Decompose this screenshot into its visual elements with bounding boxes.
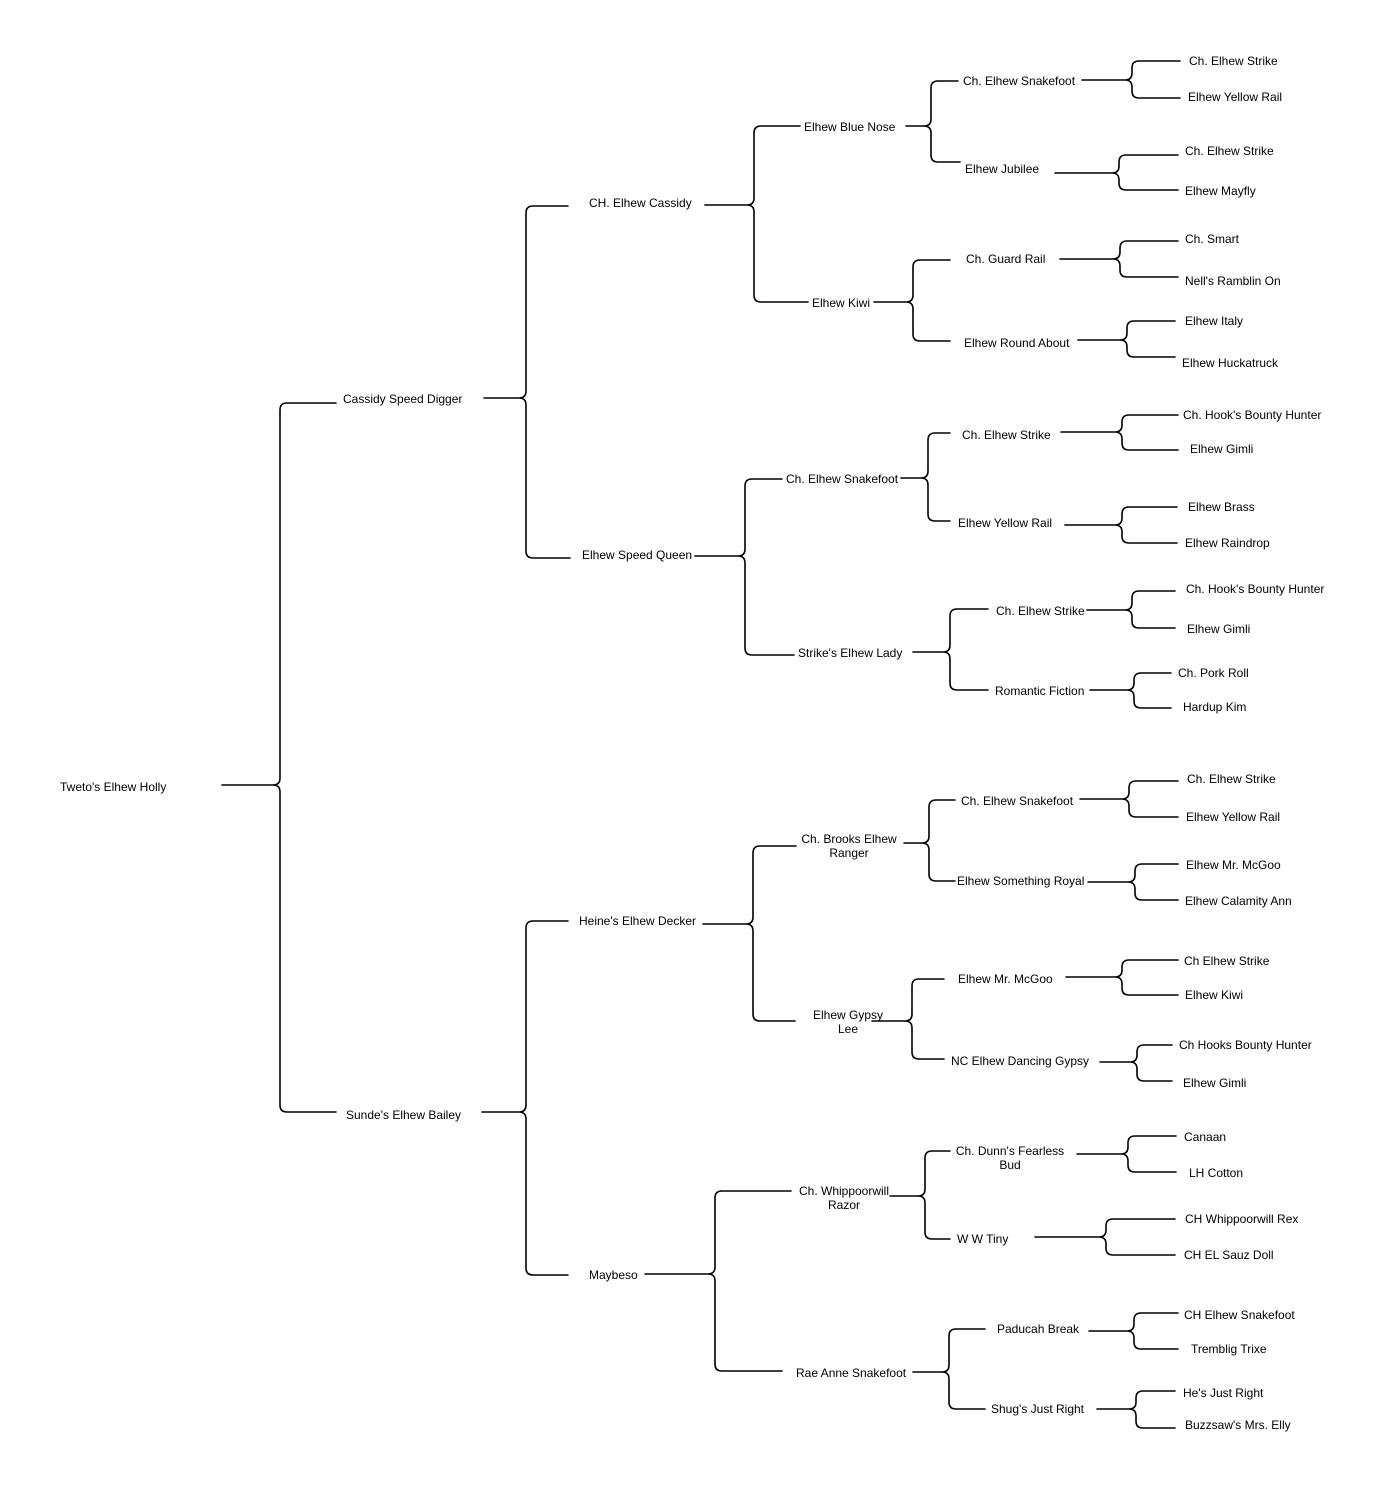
ancestor-gen6-name: Ch. Elhew Strike (1189, 54, 1278, 68)
sire-name: Cassidy Speed Digger (343, 392, 462, 406)
ancestor-gen6-name: LH Cotton (1189, 1166, 1243, 1180)
ancestor-gen6-name: Elhew Brass (1188, 500, 1255, 514)
ancestor-gen6-name: Elhew Gimli (1190, 442, 1253, 456)
pedigree-bracket (1054, 154, 1179, 191)
sire-sire-name: CH. Elhew Cassidy (589, 196, 692, 210)
ancestor-gen6-name: Elhew Yellow Rail (1188, 90, 1282, 104)
pedigree-bracket (704, 125, 809, 303)
pedigree-bracket (1064, 506, 1178, 544)
ancestor-gen6-name: Elhew Yellow Rail (1186, 810, 1280, 824)
subject-name: Tweto's Elhew Holly (60, 780, 166, 794)
ancestor-gen6-name: Hardup Kim (1183, 700, 1246, 714)
pedigree-bracket (1034, 1218, 1176, 1256)
pedigree-bracket (1077, 320, 1176, 358)
ancestor-gen6-name: Ch. Pork Roll (1178, 666, 1249, 680)
dam-dam-name: Maybeso (589, 1268, 638, 1282)
great-grandparent-name: Elhew Kiwi (812, 296, 870, 310)
pedigree-bracket (912, 608, 989, 691)
pedigree-bracket (905, 80, 961, 163)
pedigree-bracket (1096, 1390, 1176, 1429)
ancestor-gen5-name: Ch. Elhew Snakefoot (961, 794, 1074, 808)
pedigree-bracket (1087, 863, 1179, 901)
ancestor-gen6-name: Elhew Gimli (1183, 1076, 1246, 1090)
ancestor-gen6-name: Buzzsaw's Mrs. Elly (1185, 1418, 1291, 1432)
pedigree-bracket (871, 978, 945, 1060)
great-grandparent-name: Rae Anne Snakefoot (796, 1366, 907, 1380)
pedigree-bracket (221, 402, 337, 1113)
pedigree-bracket (1060, 414, 1179, 451)
ancestor-gen6-name: CH Whippoorwill Rex (1185, 1212, 1298, 1226)
ancestor-gen5-name: Ch. Elhew Strike (996, 604, 1085, 618)
ancestor-gen6-name: Ch Hooks Bounty Hunter (1179, 1038, 1312, 1052)
pedigree-bracket (702, 845, 797, 1022)
ancestor-gen5-name: Romantic Fiction (995, 684, 1084, 698)
pedigree-bracket (873, 259, 951, 342)
pedigree-connectors (221, 60, 1181, 1429)
ancestor-gen6-name: CH Elhew Snakefoot (1184, 1308, 1295, 1322)
pedigree-bracket (889, 1150, 951, 1240)
pedigree-bracket (483, 205, 571, 559)
ancestor-gen6-name: Canaan (1184, 1130, 1226, 1144)
pedigree-bracket (1088, 1312, 1179, 1350)
pedigree-bracket (912, 1328, 986, 1410)
ancestor-gen5-name: Elhew Mr. McGoo (958, 972, 1053, 986)
ancestor-gen6-name: Ch. Smart (1185, 232, 1240, 246)
pedigree-bracket (1081, 60, 1181, 99)
dam-name: Sunde's Elhew Bailey (346, 1108, 461, 1122)
ancestor-gen6-name: Ch. Elhew Strike (1185, 144, 1274, 158)
sire-dam-name: Elhew Speed Queen (582, 548, 692, 562)
ancestor-gen6-name: Ch. Elhew Strike (1187, 772, 1276, 786)
ancestor-gen5-name: Shug's Just Right (991, 1402, 1085, 1416)
ancestor-gen6-name: Ch. Hook's Bounty Hunter (1183, 408, 1321, 422)
ancestor-gen5-name: Elhew Jubilee (965, 162, 1039, 176)
pedigree-bracket (1099, 1044, 1173, 1082)
ancestor-gen5-name: Elhew Yellow Rail (958, 516, 1052, 530)
dam-sire-name: Heine's Elhew Decker (579, 914, 696, 928)
ancestor-gen5-name: Ch. Guard Rail (966, 252, 1045, 266)
ancestor-gen6-name: CH EL Sauz Doll (1184, 1248, 1274, 1262)
ancestor-gen5-name: Paducah Break (997, 1322, 1080, 1336)
ancestor-gen5-name: Ch. Elhew Strike (962, 428, 1051, 442)
ancestor-gen5-name: NC Elhew Dancing Gypsy (951, 1054, 1089, 1068)
ancestor-gen6-name: Elhew Mr. McGoo (1186, 858, 1281, 872)
pedigree-bracket (1076, 1135, 1177, 1173)
pedigree-bracket (1059, 240, 1179, 278)
ancestor-gen6-name: Elhew Mayfly (1185, 184, 1256, 198)
great-grandparent-name: Elhew Blue Nose (804, 120, 896, 134)
great-grandparent-name: Strike's Elhew Lady (798, 646, 902, 660)
pedigree-bracket (481, 920, 569, 1276)
pedigree-bracket (1089, 672, 1172, 709)
pedigree-bracket (1086, 590, 1176, 629)
pedigree-bracket (900, 432, 951, 522)
ancestor-gen6-name: Elhew Kiwi (1185, 988, 1243, 1002)
ancestor-gen5-name: Elhew Something Royal (957, 874, 1084, 888)
ancestor-gen6-name: Ch. Hook's Bounty Hunter (1186, 582, 1324, 596)
ancestor-gen6-name: Ch Elhew Strike (1184, 954, 1270, 968)
pedigree-bracket (1079, 780, 1179, 818)
pedigree-bracket (903, 799, 956, 882)
ancestor-gen6-name: Elhew Huckatruck (1182, 356, 1279, 370)
ancestor-gen6-name: Elhew Italy (1185, 314, 1243, 328)
ancestor-gen6-name: Tremblig Trixe (1191, 1342, 1267, 1356)
great-grandparent-name: Ch. Elhew Snakefoot (786, 472, 899, 486)
ancestor-gen6-name: Nell's Ramblin On (1185, 274, 1281, 288)
pedigree-bracket (644, 1190, 792, 1372)
pedigree-bracket (1065, 959, 1179, 996)
ancestor-gen5-name: Ch. Elhew Snakefoot (963, 74, 1076, 88)
ancestor-gen5-name: W W Tiny (957, 1232, 1008, 1246)
ancestor-gen6-name: He's Just Right (1183, 1386, 1264, 1400)
ancestor-gen6-name: Elhew Gimli (1187, 622, 1250, 636)
ancestor-gen6-name: Elhew Raindrop (1185, 536, 1270, 550)
ancestor-gen5-name: Elhew Round About (964, 336, 1070, 350)
pedigree-bracket (694, 478, 795, 656)
ancestor-gen6-name: Elhew Calamity Ann (1185, 894, 1292, 908)
